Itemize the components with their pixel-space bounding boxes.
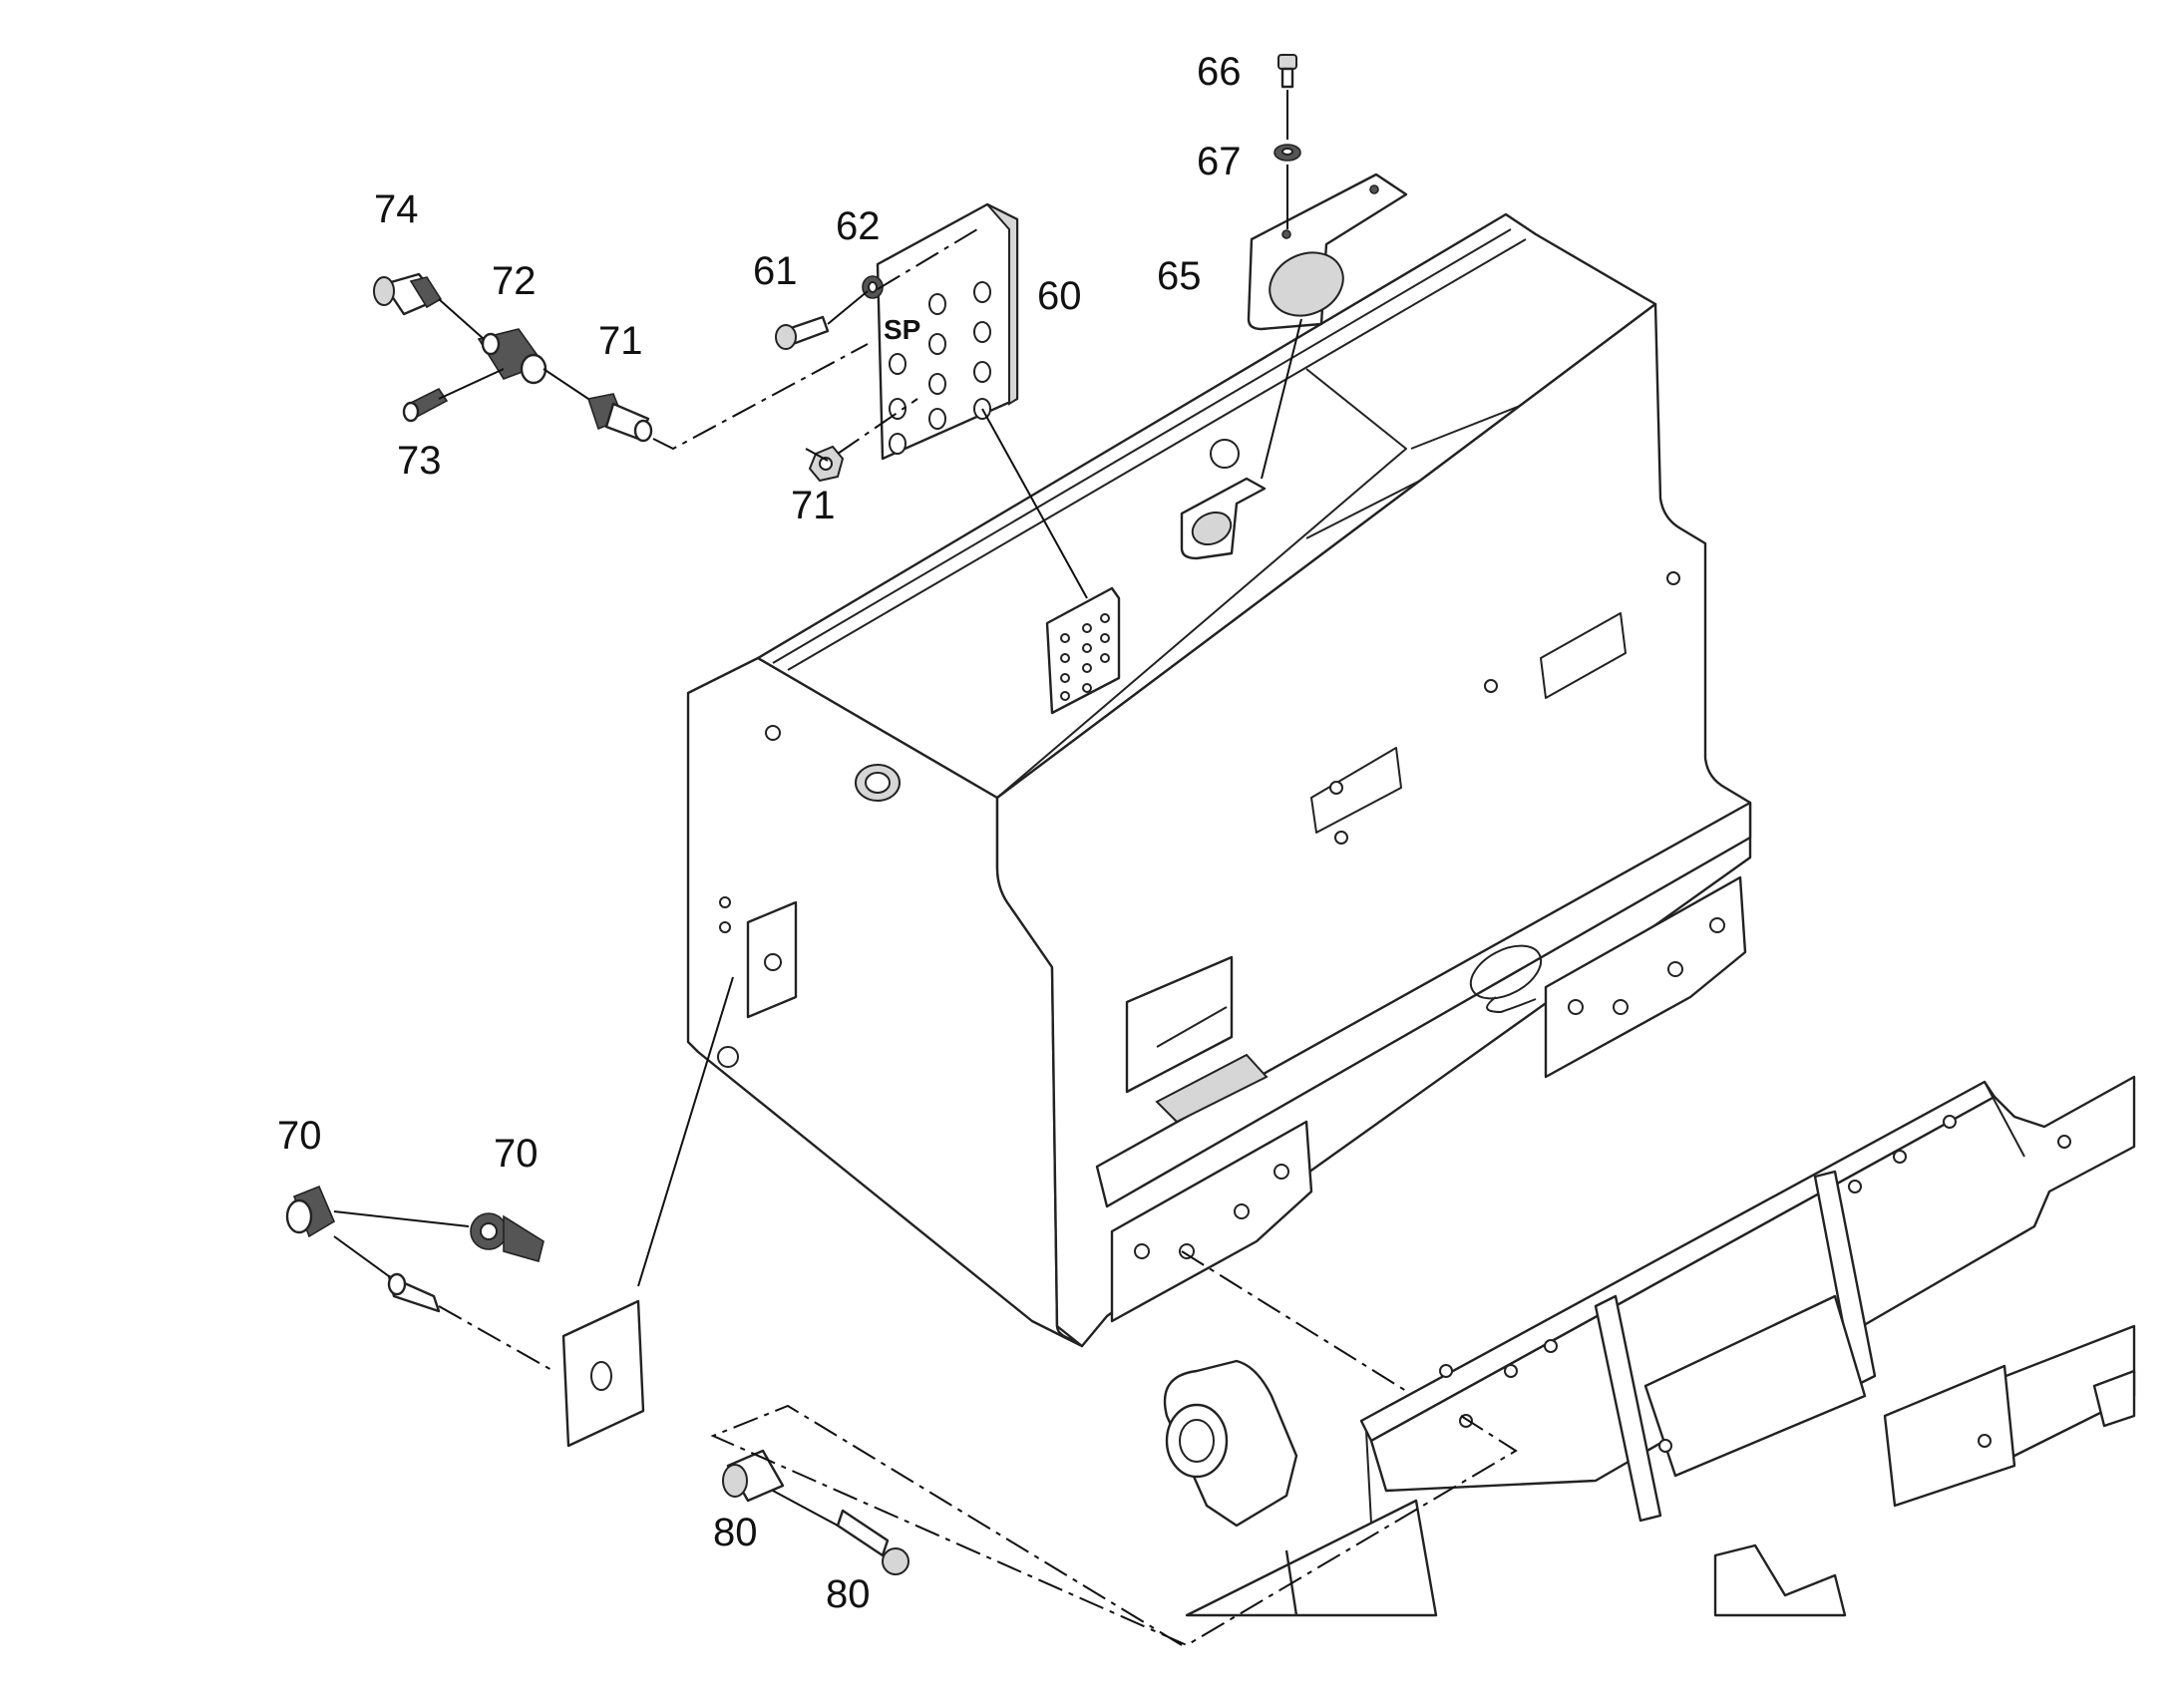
callout-80-bolt: 80 bbox=[826, 1572, 871, 1616]
part-80-spacer bbox=[722, 1449, 785, 1503]
part-65-bracket bbox=[1180, 172, 1408, 560]
main-housing bbox=[686, 212, 1752, 1348]
callout-74: 74 bbox=[374, 187, 419, 231]
part-66-bolt bbox=[1277, 54, 1297, 89]
callout-70-left: 70 bbox=[277, 1114, 322, 1158]
callout-60: 60 bbox=[1037, 274, 1082, 318]
part-61-screw bbox=[775, 315, 830, 350]
part-74-fitting bbox=[373, 272, 443, 316]
part-67-washer bbox=[1273, 144, 1301, 162]
callout-80-spacer: 80 bbox=[713, 1511, 758, 1554]
callout-67: 67 bbox=[1197, 140, 1242, 183]
callout-66: 66 bbox=[1197, 50, 1242, 94]
part-80-bolt bbox=[836, 1509, 909, 1575]
assembly-lines bbox=[438, 228, 1518, 1647]
callout-70-right: 70 bbox=[494, 1132, 539, 1176]
callout-71-fitting: 71 bbox=[598, 319, 643, 363]
part-70-fitting-right bbox=[470, 1212, 545, 1262]
sp-marking: SP bbox=[884, 314, 920, 345]
callout-71-nut: 71 bbox=[791, 484, 836, 527]
frame-chassis bbox=[1163, 1075, 2136, 1617]
part-70-connector bbox=[387, 1272, 441, 1313]
part-73-nipple bbox=[402, 387, 449, 423]
callout-65: 65 bbox=[1157, 254, 1202, 298]
callout-61: 61 bbox=[753, 249, 798, 293]
callout-73: 73 bbox=[397, 439, 442, 483]
part-71-fitting bbox=[586, 393, 653, 443]
part-71-nut bbox=[808, 445, 845, 483]
callouts: 66 67 65 60 62 61 71 71 72 74 73 70 70 8… bbox=[277, 50, 1242, 1616]
callout-62: 62 bbox=[836, 204, 881, 248]
part-60-sp-plate: SP bbox=[876, 202, 1121, 715]
leader-lines bbox=[333, 90, 1302, 1527]
mounting-plate bbox=[561, 1299, 645, 1448]
part-72-tee bbox=[477, 328, 547, 385]
part-70-fitting-left bbox=[285, 1185, 336, 1238]
callout-72: 72 bbox=[492, 259, 537, 303]
